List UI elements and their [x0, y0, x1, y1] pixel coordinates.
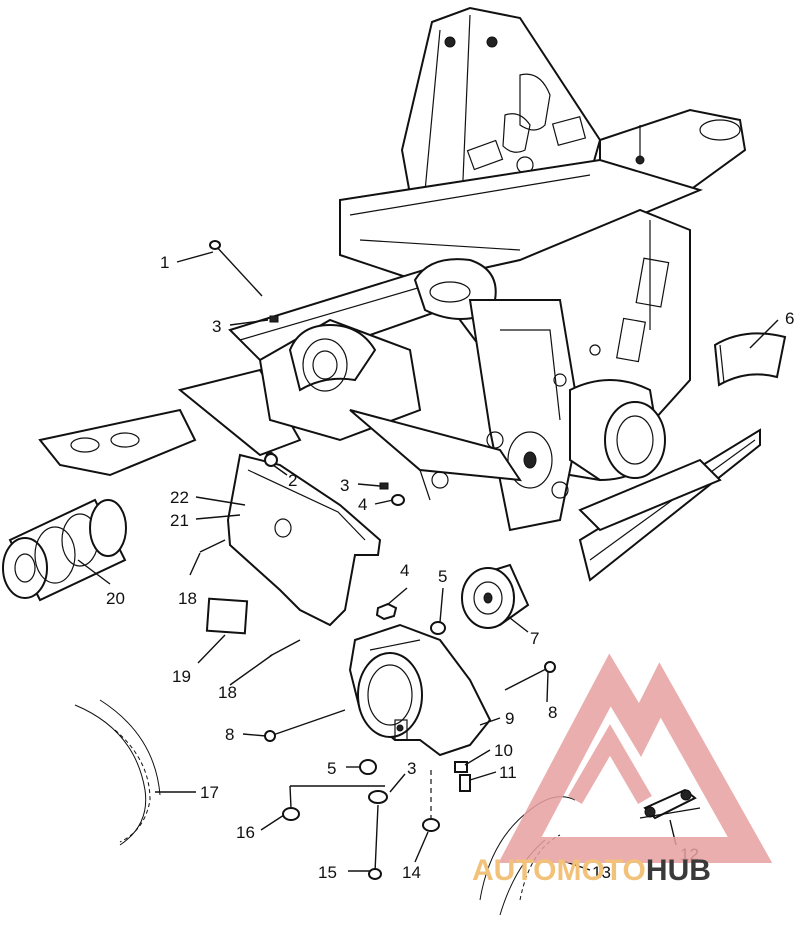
idler-roller	[461, 563, 530, 629]
watermark-text-part1: AUTOMOTO	[472, 854, 646, 887]
callout-18a: 18	[178, 589, 197, 608]
callout-1: 1	[160, 253, 169, 272]
callout-labels: 1 2 3 3 3 4 4 5 5 6 7 8 8 9 10 11 12 13 …	[106, 253, 794, 882]
hardware	[199, 240, 701, 880]
callout-4a: 4	[358, 495, 367, 514]
callout-19: 19	[172, 667, 191, 686]
callout-5a: 5	[438, 567, 447, 586]
callout-13: 13	[592, 863, 611, 882]
callout-20: 20	[106, 589, 125, 608]
callout-4b: 4	[400, 561, 409, 580]
label-decal	[205, 597, 249, 635]
bearing-half	[713, 332, 787, 387]
callout-21: 21	[170, 511, 189, 530]
callout-3c: 3	[407, 759, 416, 778]
callout-14: 14	[402, 863, 421, 882]
callout-2: 2	[288, 471, 297, 490]
frame-assembly	[38, 6, 761, 582]
watermark-text: AUTOMOTOHUB	[472, 854, 711, 887]
callout-8a: 8	[225, 725, 234, 744]
callout-3b: 3	[340, 476, 349, 495]
watermark-triangle-icon	[498, 653, 773, 863]
watermark-logo	[498, 653, 773, 863]
drive-shaft	[2, 498, 127, 602]
callout-11: 11	[499, 763, 517, 782]
callout-8b: 8	[548, 703, 557, 722]
callout-15: 15	[318, 863, 337, 882]
callout-6: 6	[785, 309, 794, 328]
callout-16: 16	[236, 823, 255, 842]
callout-22: 22	[170, 488, 189, 507]
callout-9: 9	[505, 709, 514, 728]
chain-case	[348, 623, 492, 757]
chain-guard	[226, 451, 382, 627]
callout-10: 10	[494, 741, 513, 760]
chain-17	[74, 699, 161, 846]
callout-18b: 18	[218, 683, 237, 702]
callout-17: 17	[200, 783, 219, 802]
callout-7: 7	[530, 629, 539, 648]
callout-3a: 3	[212, 317, 221, 336]
callout-5b: 5	[327, 759, 336, 778]
watermark-text-part2: HUB	[646, 854, 711, 887]
